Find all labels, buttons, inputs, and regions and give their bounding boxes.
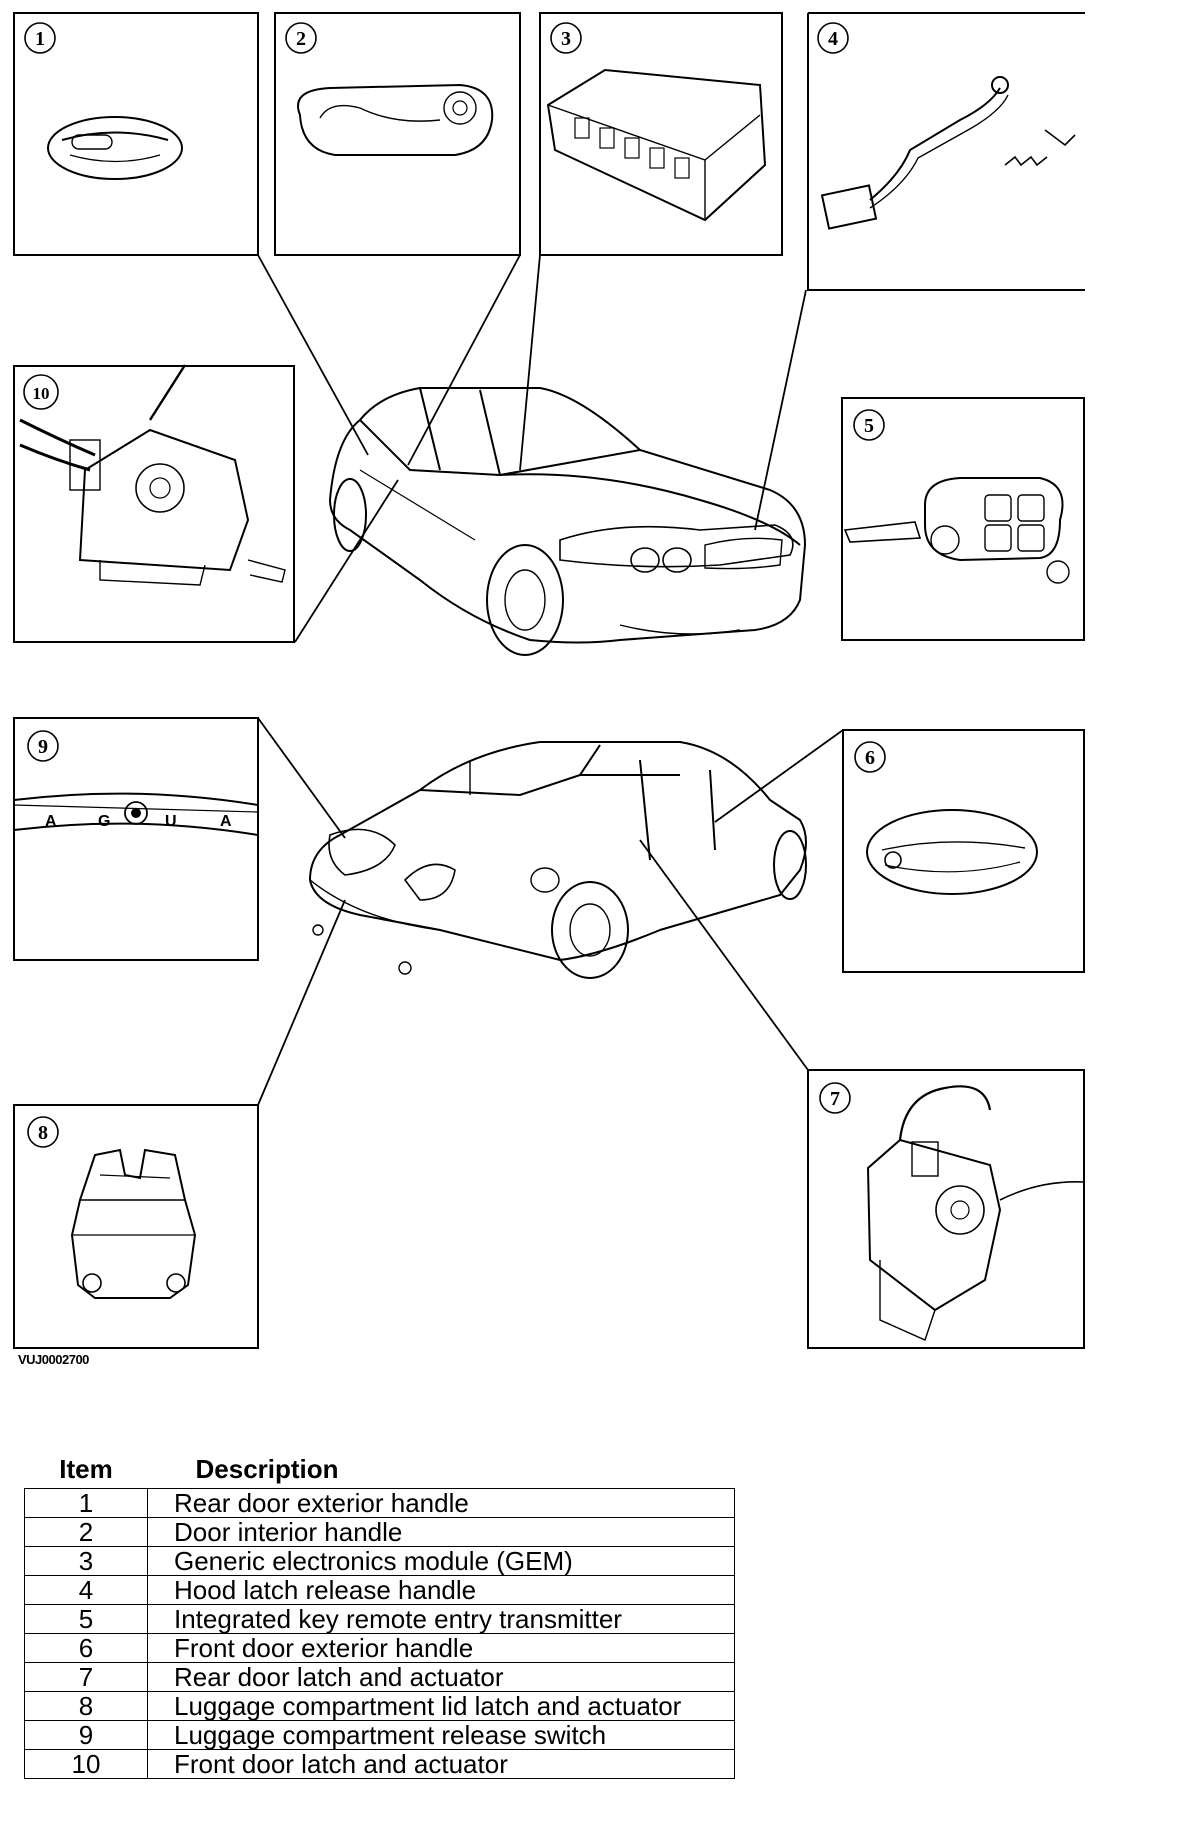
leader-line-10 [294,479,399,643]
panel-2 [274,12,521,256]
svg-text:1: 1 [35,28,45,50]
legend-header-row: Item Description [25,1452,735,1489]
svg-text:3: 3 [561,28,571,50]
legend-item-number: 1 [24,1488,148,1518]
legend-item-number: 3 [24,1546,148,1576]
legend-item-number: 7 [24,1662,148,1692]
leader-line-9 [257,717,346,839]
legend-header-description: Description [195,1453,339,1484]
component-location-diagram: A G U A [13,12,1085,1349]
badge-letter-a1: A [45,813,57,830]
legend-item-number: 10 [24,1749,148,1779]
leader-line-4 [754,289,807,531]
callout-7: 7 [819,1082,851,1114]
legend-item-description: Luggage compartment release switch [147,1720,735,1750]
callout-4: 4 [817,22,849,54]
callout-8: 8 [27,1116,59,1148]
panel-9: A G U A [13,717,259,961]
svg-text:10: 10 [33,384,50,403]
svg-text:6: 6 [865,747,875,769]
legend-header-item: Item [59,1453,113,1484]
legend-item-number: 8 [24,1691,148,1721]
svg-text:8: 8 [38,1122,48,1144]
panel-7 [807,1069,1085,1349]
legend-item-description: Rear door exterior handle [147,1488,735,1518]
legend-item-number: 6 [24,1633,148,1663]
leader-line-1 [257,254,369,456]
legend-item-description: Luggage compartment lid latch and actuat… [147,1691,735,1721]
panel-1 [13,12,259,256]
legend-item-number: 4 [24,1575,148,1605]
svg-text:9: 9 [38,736,48,758]
leader-lines [257,254,844,1106]
car-front-view [328,387,807,656]
car-rear-view [308,741,807,979]
legend-item-description: Door interior handle [147,1517,735,1547]
callout-2: 2 [285,22,317,54]
legend-item-description: Front door latch and actuator [147,1749,735,1779]
leader-line-3 [519,254,541,471]
legend-item-description: Integrated key remote entry transmitter [147,1604,735,1634]
legend-item-number: 2 [24,1517,148,1547]
callout-6: 6 [854,741,886,773]
panel-5 [841,397,1085,641]
legend-item-description: Generic electronics module (GEM) [147,1546,735,1576]
panel-4 [807,12,1085,291]
reference-code: VUJ0002700 [18,1352,89,1367]
callout-3: 3 [550,22,582,54]
legend-item-number: 5 [24,1604,148,1634]
leader-line-6 [714,729,844,823]
leader-line-7 [639,839,809,1071]
badge-letter-a2: A [220,813,232,830]
legend-item-number: 9 [24,1720,148,1750]
panel-10 [13,364,295,643]
leader-line-2 [407,254,521,466]
callout-5: 5 [853,409,885,441]
callout-circles: 1 2 3 4 5 6 7 8 [23,22,886,1148]
panel-6 [842,729,1085,973]
legend-item-description: Front door exterior handle [147,1633,735,1663]
callout-1: 1 [24,22,56,54]
panel-8 [13,1104,259,1349]
panel-3 [539,12,783,256]
legend-item-description: Hood latch release handle [147,1575,735,1605]
badge-letter-u: U [165,813,177,830]
svg-text:5: 5 [864,415,874,437]
leader-line-8 [257,899,346,1106]
svg-text:7: 7 [830,1088,840,1110]
legend-item-description: Rear door latch and actuator [147,1662,735,1692]
callout-10: 10 [23,374,59,410]
callout-9: 9 [27,730,59,762]
badge-letter-g: G [98,813,110,830]
svg-text:4: 4 [828,28,838,50]
svg-text:2: 2 [296,28,306,50]
